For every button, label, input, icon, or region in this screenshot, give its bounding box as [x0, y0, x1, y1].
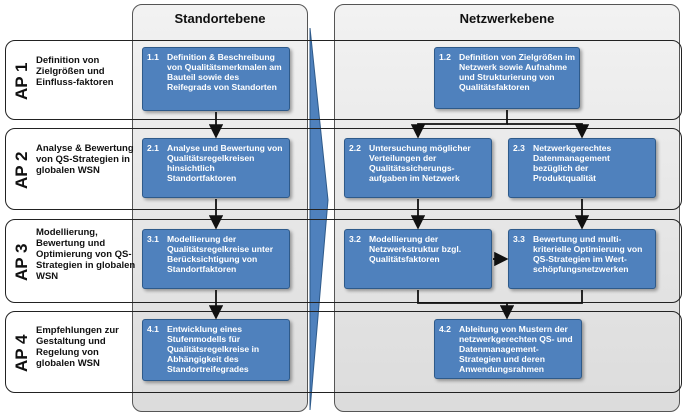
box-text: Ableitung von Mustern der netzwerkgerech…: [459, 324, 573, 374]
box-text: Definition von Zielgrößen im Netzwerk so…: [459, 52, 576, 92]
row-label-ap2: AP 2: [12, 151, 31, 189]
row-ap4: AP 4 Empfehlungen zur Gestaltung und Reg…: [5, 311, 682, 393]
row-label-ap4: AP 4: [12, 334, 31, 372]
box-4-1: 4.1 Entwicklung eines Stufenmodells für …: [142, 319, 290, 381]
box-2-1: 2.1 Analyse und Bewertung von Qualitätsr…: [142, 138, 290, 198]
box-text: Modellierung der Netzwerkstruktur bzgl. …: [369, 234, 462, 264]
box-number: 3.1: [147, 234, 159, 244]
box-3-3: 3.3 Bewertung und multi-kriterielle Opti…: [508, 229, 656, 289]
row-label-ap1: AP 1: [12, 62, 31, 100]
row-desc-ap1: Definition von Zielgrößen und Einfluss-f…: [36, 55, 114, 88]
row-ap3: AP 3 Modellierung, Bewertung und Optimie…: [5, 219, 682, 303]
column-title-netzwerkebene: Netzwerkebene: [459, 11, 555, 26]
row-desc-ap4: Empfehlungen zur Gestaltung und Regelung…: [36, 325, 119, 369]
box-1-1: 1.1 Definition & Beschreibung von Qualit…: [142, 47, 290, 111]
box-text: Untersuchung möglicher Verteilungen der …: [369, 143, 471, 183]
box-number: 4.2: [439, 324, 451, 334]
box-4-2: 4.2 Ableitung von Mustern der netzwerkge…: [434, 319, 582, 379]
box-number: 1.1: [147, 52, 159, 62]
box-number: 3.3: [513, 234, 525, 244]
box-text: Netzwerkgerechtes Datenmanagement bezügl…: [533, 143, 612, 183]
box-2-3: 2.3 Netzwerkgerechtes Datenmanagement be…: [508, 138, 656, 198]
box-number: 2.1: [147, 143, 159, 153]
row-ap2: AP 2 Analyse & Bewertung von QS-Strategi…: [5, 128, 682, 210]
box-text: Bewertung und multi-kriterielle Optimier…: [533, 234, 643, 274]
box-text: Analyse und Bewertung von Qualitätsregel…: [167, 143, 283, 183]
column-title-standortebene: Standortebene: [174, 11, 266, 26]
row-desc-ap2: Analyse & Bewertung von QS-Strategien in…: [36, 143, 134, 176]
row-desc-ap3: Modellierung, Bewertung und Optimierung …: [36, 227, 136, 282]
box-1-2: 1.2 Definition von Zielgrößen im Netzwer…: [434, 47, 580, 109]
box-number: 2.2: [349, 143, 361, 153]
box-number: 4.1: [147, 324, 159, 334]
box-number: 3.2: [349, 234, 361, 244]
box-number: 2.3: [513, 143, 525, 153]
box-3-1: 3.1 Modellierung der Qualitätsregelkreis…: [142, 229, 290, 289]
row-label-ap3: AP 3: [12, 243, 31, 281]
box-text: Entwicklung eines Stufenmodells für Qual…: [167, 324, 260, 374]
row-ap1: AP 1 Definition von Zielgrößen und Einfl…: [5, 40, 682, 120]
box-text: Modellierung der Qualitätsregelkreise un…: [167, 234, 274, 274]
box-3-2: 3.2 Modellierung der Netzwerkstruktur bz…: [344, 229, 492, 289]
box-text: Definition & Beschreibung von Qualitätsm…: [167, 52, 282, 92]
box-2-2: 2.2 Untersuchung möglicher Verteilungen …: [344, 138, 492, 198]
box-number: 1.2: [439, 52, 451, 62]
